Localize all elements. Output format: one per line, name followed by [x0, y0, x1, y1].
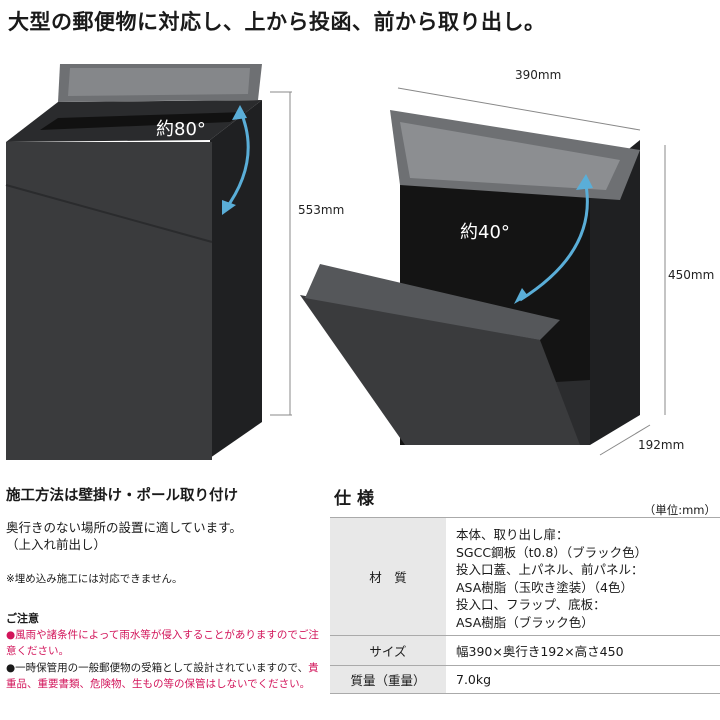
right-width-label: 390mm [515, 68, 562, 82]
install-title: 施工方法は壁掛け・ポール取り付け [6, 488, 238, 504]
spec-title: 仕様 [334, 489, 380, 509]
material-line: ASA樹脂（ブラック色） [456, 614, 594, 630]
spec-unit: （単位:mm） [643, 503, 716, 517]
right-depth-label: 192mm [638, 438, 685, 452]
install-section: 施工方法は壁掛け・ポール取り付け 奥行きのない場所の設置に適しています。 （上入… [6, 484, 324, 692]
material-line: 本体、取り出し扉： [456, 527, 569, 542]
material-line: 投入口、フラップ、底板： [456, 597, 606, 612]
caution-title: ご注意 [6, 612, 39, 625]
caution-item-1: ●風雨や諸条件によって雨水等が侵入することがありますのでご注意ください。 [6, 629, 319, 657]
caution-item-2-text: ●一時保管用の一般郵便物の受箱として設計されていますので、 [6, 662, 309, 674]
material-line: SGCC鋼板（t0.8）（ブラック色） [456, 544, 648, 560]
install-note: ※埋め込み施工には対応できません。 [6, 573, 183, 585]
right-dim-depth [599, 424, 651, 456]
spec-section: 仕様 （単位:mm） 材 質 本体、取り出し扉： SGCC鋼板（t0.8）（ブラ… [330, 484, 720, 694]
material-label: 材 質 [330, 517, 446, 636]
caution-item-2: ●一時保管用の一般郵便物の受箱として設計されていますので、貴重品、重要書類、危険… [6, 660, 324, 692]
left-angle-label: 約80° [156, 119, 206, 140]
size-label: サイズ [330, 635, 446, 666]
spec-row-size: サイズ 幅390×奥行き192×高さ450 [330, 635, 720, 666]
product-images: 553mm 約80° 390mm 450mm 192mm 約40° [0, 50, 720, 470]
right-angle-label: 約40° [460, 222, 510, 243]
material-value: 本体、取り出し扉： SGCC鋼板（t0.8）（ブラック色） 投入口蓋、上パネル、… [446, 517, 720, 636]
install-description: 奥行きのない場所の設置に適しています。 （上入れ前出し） [6, 519, 324, 553]
caution-item-2-warning: 貴重品、重要書類、危険物、生もの等の保管はしないでください。 [6, 662, 319, 690]
right-dim-width [397, 87, 641, 131]
right-mailbox [300, 110, 640, 445]
product-illustration [5, 64, 666, 460]
material-line: ASA樹脂（玉吹き塗装）（4色） [456, 579, 633, 595]
right-height-label: 450mm [668, 268, 715, 282]
spec-row-material: 材 質 本体、取り出し扉： SGCC鋼板（t0.8）（ブラック色） 投入口蓋、上… [330, 517, 720, 636]
material-line: 投入口蓋、上パネル、前パネル： [456, 562, 644, 577]
spec-table: 材 質 本体、取り出し扉： SGCC鋼板（t0.8）（ブラック色） 投入口蓋、上… [330, 517, 720, 694]
weight-value: 7.0kg [446, 665, 720, 694]
install-desc-line1: 奥行きのない場所の設置に適しています。 [6, 520, 242, 535]
left-mailbox [5, 64, 262, 460]
headline: 大型の郵便物に対応し、上から投函、前から取り出し。 [8, 10, 546, 34]
weight-label: 質量（重量） [330, 665, 446, 694]
size-value: 幅390×奥行き192×高さ450 [446, 635, 720, 666]
left-height-label: 553mm [298, 203, 345, 217]
spec-row-weight: 質量（重量） 7.0kg [330, 665, 720, 694]
install-desc-line2: （上入れ前出し） [6, 537, 107, 552]
